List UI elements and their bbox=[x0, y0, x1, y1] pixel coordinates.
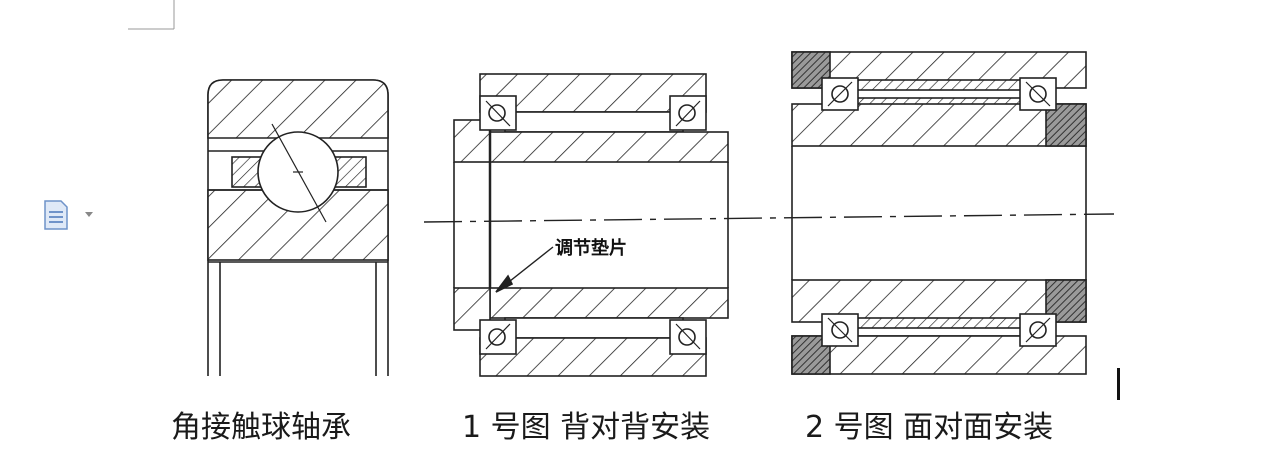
face-to-face-arrangement bbox=[791, 51, 1087, 375]
caption-angular-contact-bearing: 角接触球轴承 bbox=[171, 410, 351, 445]
document-icon[interactable] bbox=[44, 200, 100, 230]
crop-mark bbox=[128, 0, 175, 30]
shim-label: 调节垫片 bbox=[555, 237, 627, 259]
caption-face-to-face: 2 号图 面对面安装 bbox=[805, 410, 1054, 445]
angular-contact-bearing bbox=[207, 79, 389, 376]
dropdown-caret-icon bbox=[85, 212, 93, 217]
back-to-back-arrangement bbox=[453, 73, 729, 377]
text-cursor bbox=[1117, 368, 1120, 400]
center-axis bbox=[423, 213, 1115, 223]
caption-back-to-back: 1 号图 背对背安装 bbox=[462, 410, 711, 445]
